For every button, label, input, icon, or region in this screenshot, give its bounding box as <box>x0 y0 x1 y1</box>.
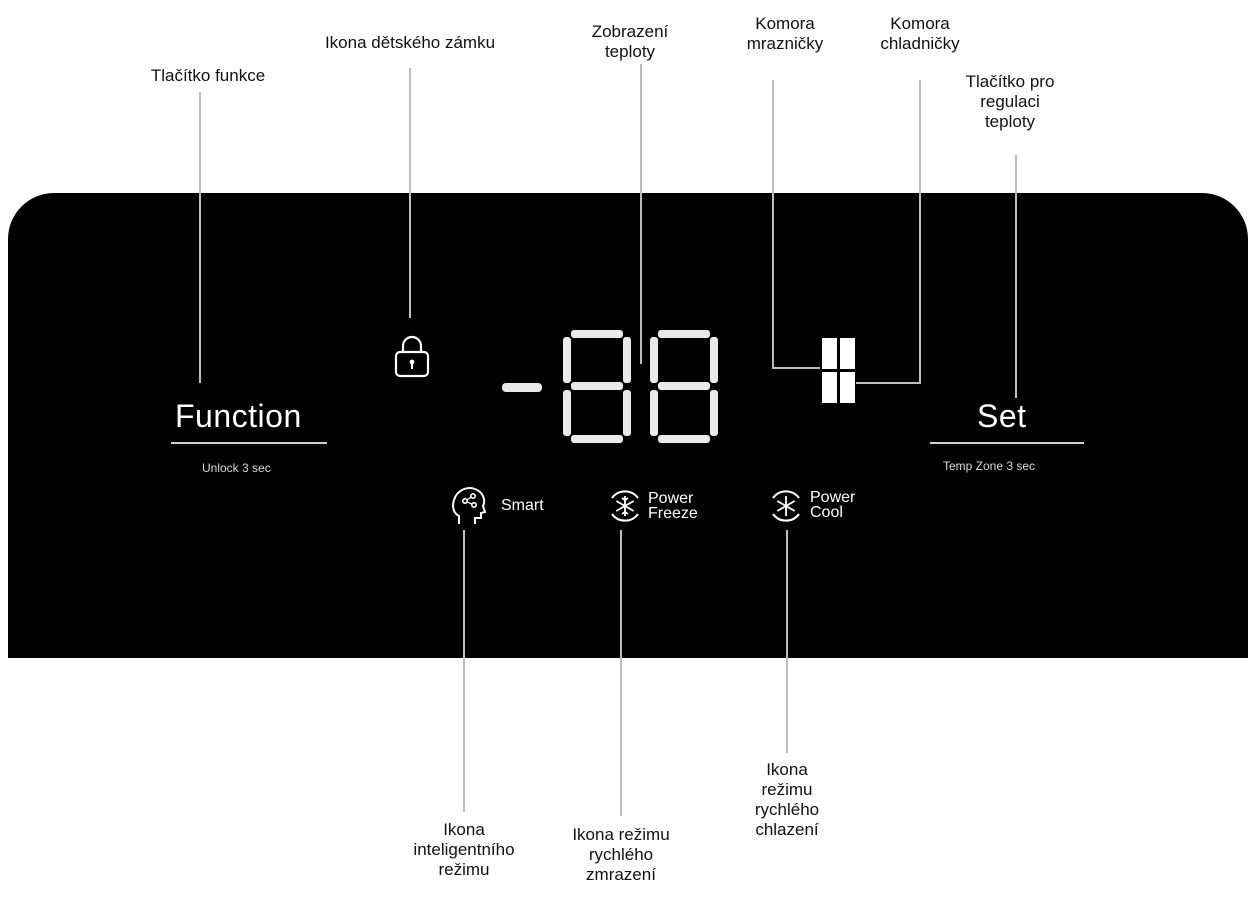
power-freeze-label: Power Freeze <box>648 490 698 522</box>
function-button[interactable]: Function <box>175 398 302 434</box>
compartment-indicator-icon <box>822 338 855 403</box>
callout-temp-control-button: Tlačítko pro regulaci teploty <box>965 72 1055 131</box>
callout-fridge-compartment: Komora chladničky <box>880 14 960 53</box>
freezer-compartment-lower <box>822 372 837 403</box>
function-underline <box>171 442 327 444</box>
power-cool-label: Power Cool <box>810 489 856 521</box>
freezer-compartment-upper <box>822 338 837 369</box>
function-sub-label: Unlock 3 sec <box>202 461 271 475</box>
callout-function-button: Tlačítko funkce <box>150 66 266 85</box>
smart-label: Smart <box>501 497 544 514</box>
smart-head-icon <box>452 487 487 524</box>
callout-power-cool-icon: Ikona režimu rychlého chlazení <box>754 760 820 839</box>
set-sub-label: Temp Zone 3 sec <box>943 459 1036 473</box>
callout-smart-mode-icon: Ikona inteligentního režimu <box>413 820 515 879</box>
callout-child-lock-icon: Ikona dětského zámku <box>324 33 496 52</box>
snowflake-icon <box>611 490 639 522</box>
lock-icon <box>394 335 430 378</box>
callout-power-freeze-icon: Ikona režimu rychlého zmrazení <box>572 825 670 884</box>
set-underline <box>930 442 1084 444</box>
power-cool-icon <box>772 490 800 522</box>
fridge-compartment-upper <box>840 338 855 369</box>
temperature-display <box>502 330 718 443</box>
callout-temperature-display: Zobrazení teploty <box>591 22 669 61</box>
set-button[interactable]: Set <box>977 398 1027 434</box>
callout-freezer-compartment: Komora mrazničky <box>746 14 824 53</box>
fridge-compartment-lower <box>840 372 855 403</box>
